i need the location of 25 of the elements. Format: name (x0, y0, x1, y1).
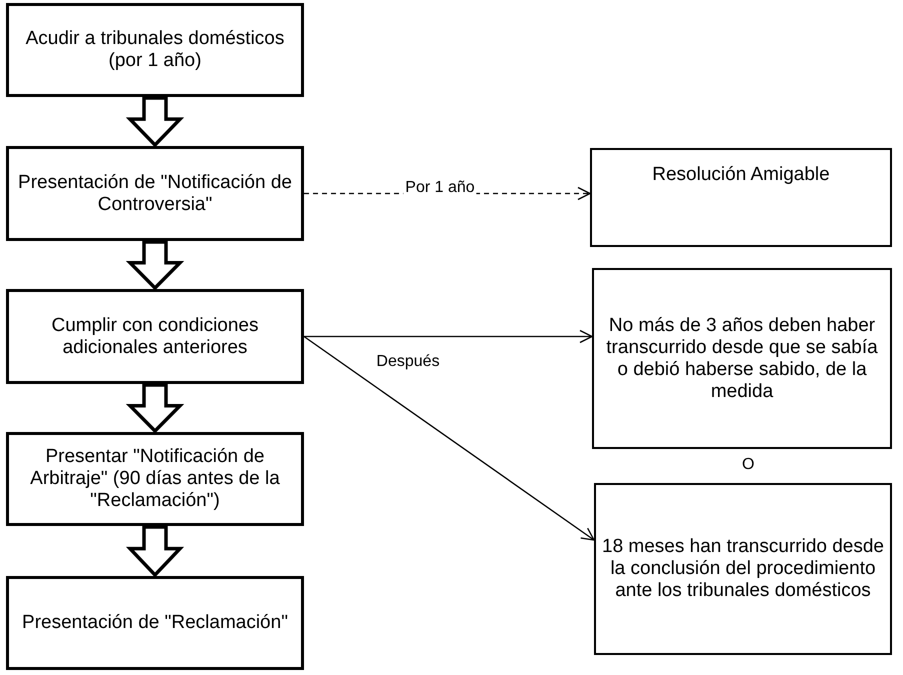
block-arrow (126, 96, 184, 148)
process-box (6, 432, 304, 526)
box-text: Cumplir con condiciones adicionales anteriores (50, 314, 260, 358)
arrow (304, 330, 593, 344)
process-box (6, 576, 304, 670)
box-text: 18 meses han transcurrido desde la conclusión del procedimiento ante los tribunales domésticos (602, 536, 884, 602)
box-text: Presentación de "Notificación de Controversia" (17, 172, 293, 216)
condition-box (590, 148, 892, 247)
edge-label: Por 1 año (403, 179, 477, 197)
process-box (6, 3, 304, 97)
connector-word: O (742, 456, 754, 474)
block-arrow (126, 525, 184, 578)
block-arrow (126, 240, 184, 290)
edge-label: Después (375, 353, 441, 371)
box-text: Presentar "Notificación de Arbitraje" (90 días antes de la "Reclamación") (29, 446, 281, 512)
block-arrow (126, 383, 184, 434)
box-text: Presentación de "Reclamación" (22, 612, 288, 634)
box-text: Resolución Amigable (652, 164, 830, 186)
process-box (6, 289, 304, 384)
arrow (304, 336, 595, 541)
condition-box (592, 268, 892, 449)
box-text: Acudir a tribunales domésticos (por 1 año) (24, 28, 286, 72)
process-box (6, 146, 304, 241)
condition-box (594, 483, 892, 655)
box-text: No más de 3 años deben haber transcurrido desde que se sabía o debió haberse sabido, de la medida (605, 314, 879, 402)
